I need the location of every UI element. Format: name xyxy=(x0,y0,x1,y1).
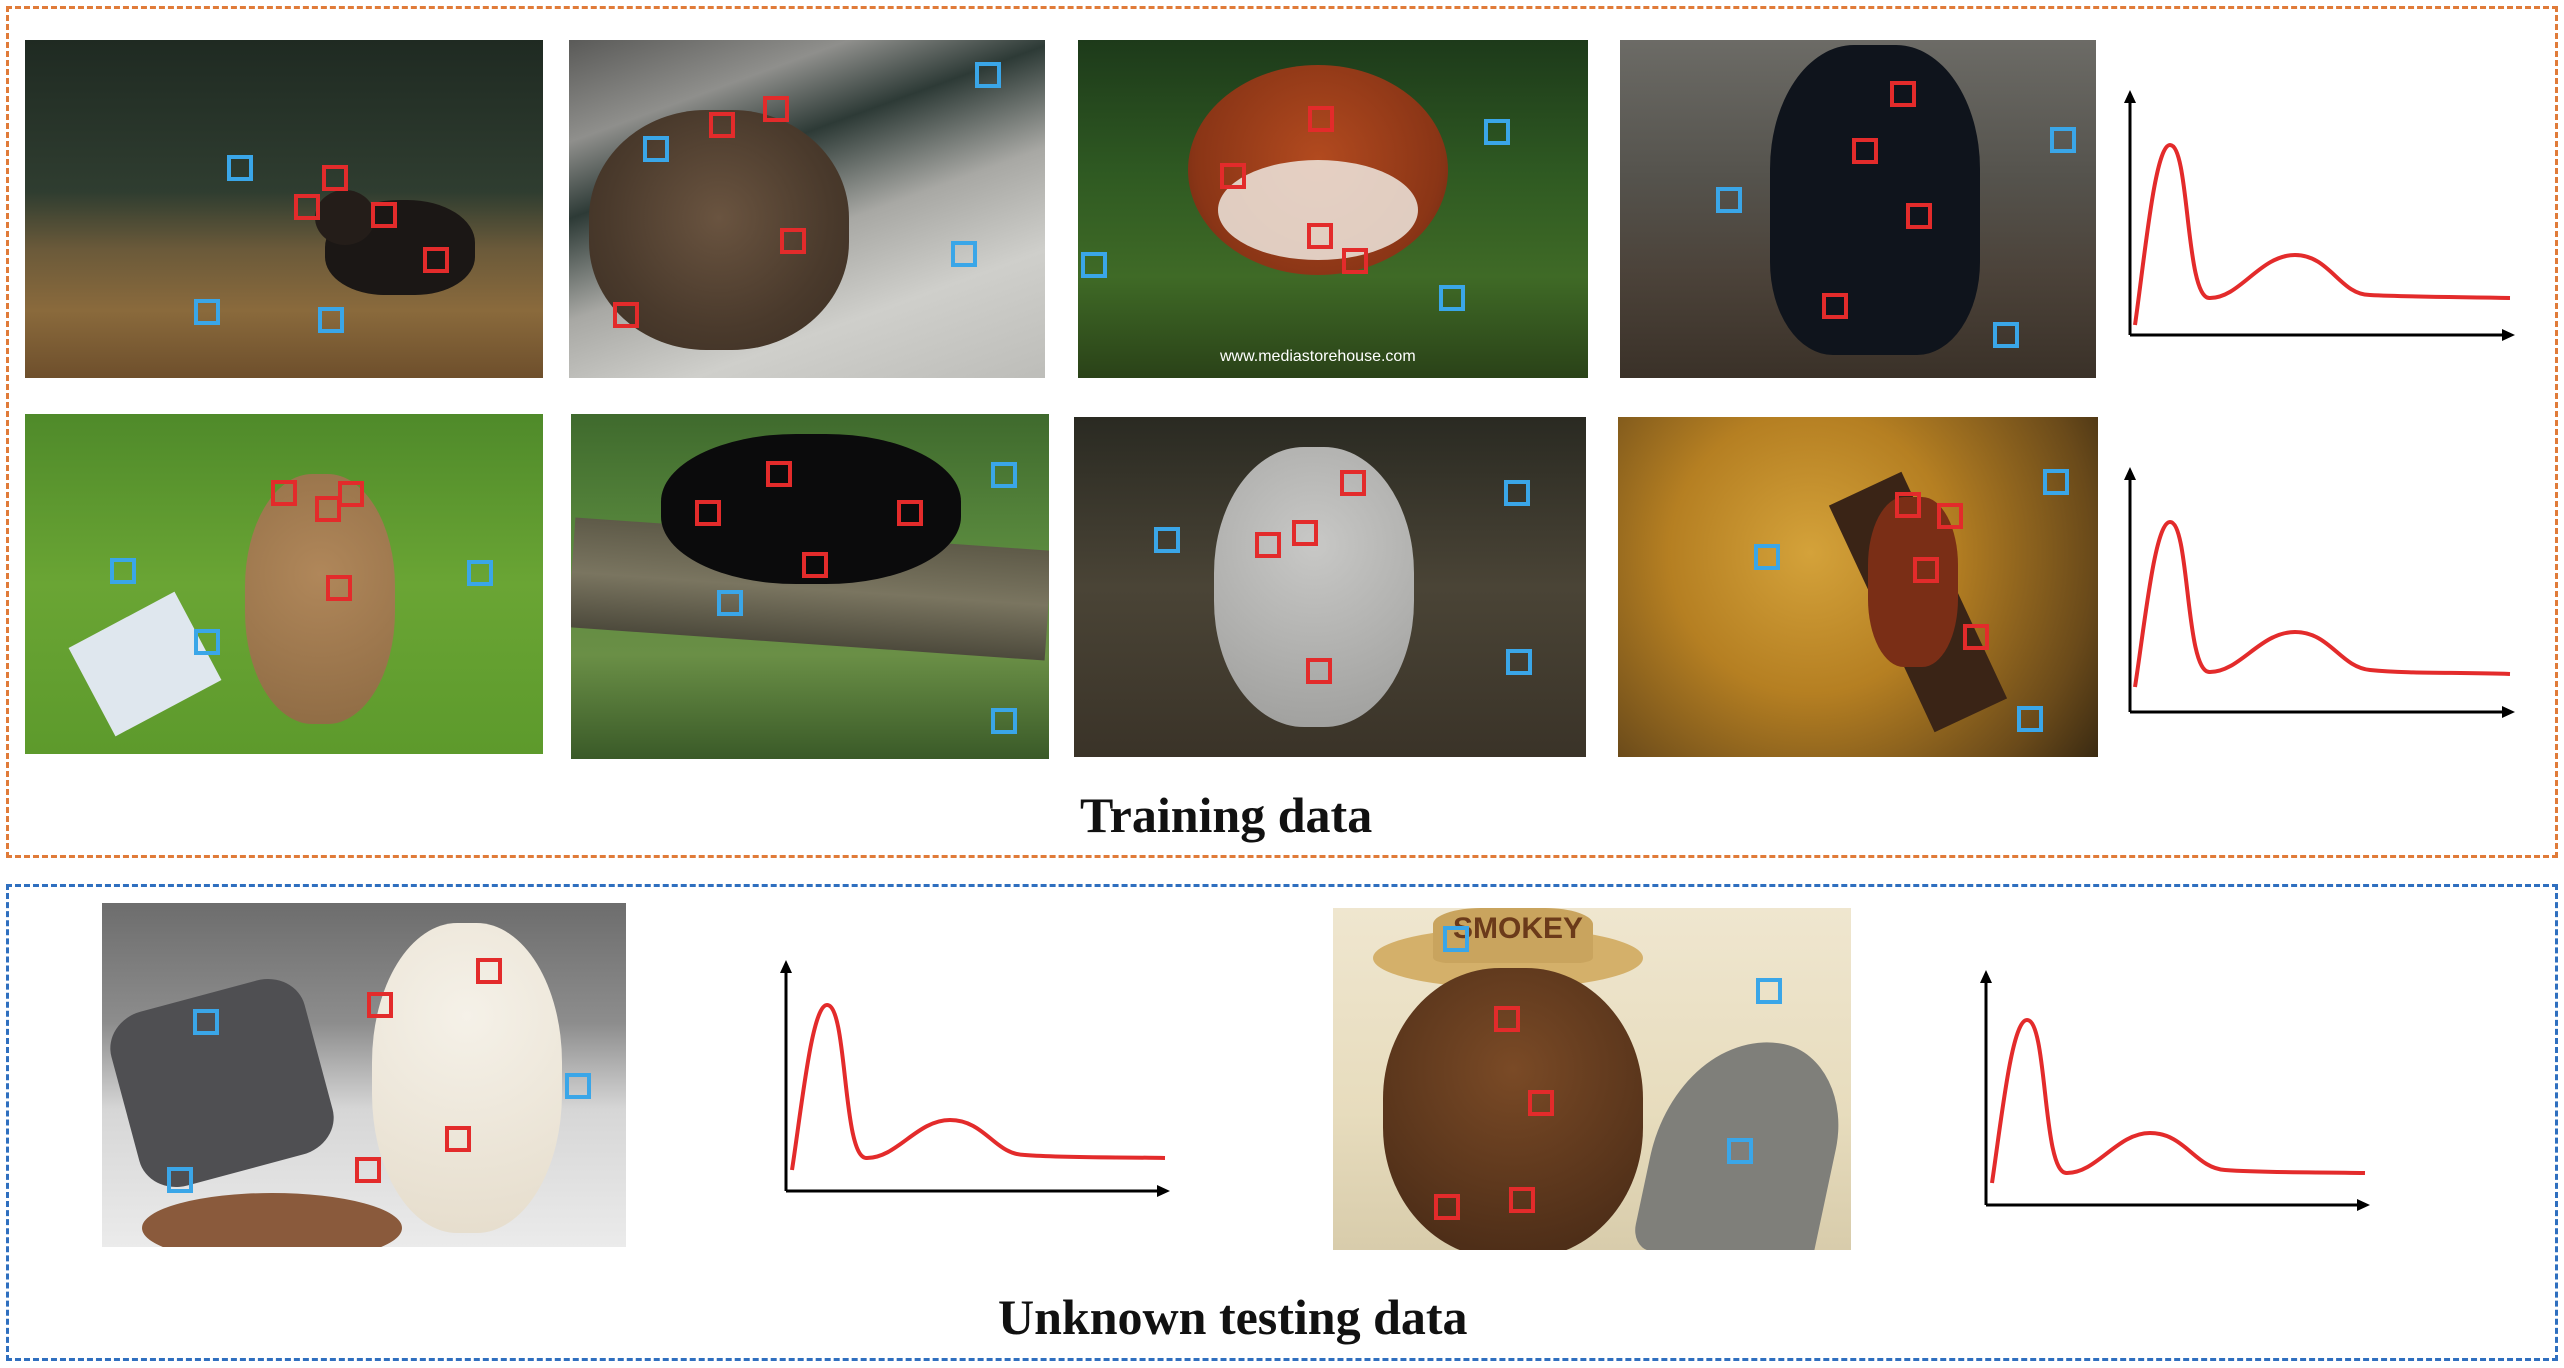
photo-smokey-bear: SMOKEY xyxy=(1333,908,1851,1250)
training-data-panel xyxy=(6,6,2558,858)
photo-red-panda-tree xyxy=(1618,417,2098,757)
testing-data-caption: Unknown testing data xyxy=(998,1289,1468,1345)
testing-data-panel xyxy=(6,884,2558,1361)
hat-text: SMOKEY xyxy=(1453,912,1584,945)
photo-red-panda: www.mediastorehouse.com xyxy=(1078,40,1588,378)
photo-black-bear-forest xyxy=(1620,40,2096,378)
watermark-text: www.mediastorehouse.com xyxy=(1220,348,1416,365)
photo-brown-bear-rock xyxy=(569,40,1045,378)
photo-black-bear-branch xyxy=(571,414,1049,759)
training-data-caption: Training data xyxy=(1080,787,1373,843)
photo-teddy-bear xyxy=(25,414,543,754)
density-curve xyxy=(1990,1017,2366,1184)
testing-curve-smokey xyxy=(1980,970,2370,1211)
density-curve xyxy=(790,1002,1166,1171)
density-curve xyxy=(2133,142,2511,326)
density-curve xyxy=(2133,519,2511,688)
training-curve-1 xyxy=(2124,90,2515,341)
training-curve-2 xyxy=(2124,467,2515,718)
photo-polar-bear xyxy=(102,903,626,1247)
photo-black-bear-meadow xyxy=(25,40,543,378)
testing-curve-polar xyxy=(780,960,1170,1197)
photo-koala xyxy=(1074,417,1586,757)
